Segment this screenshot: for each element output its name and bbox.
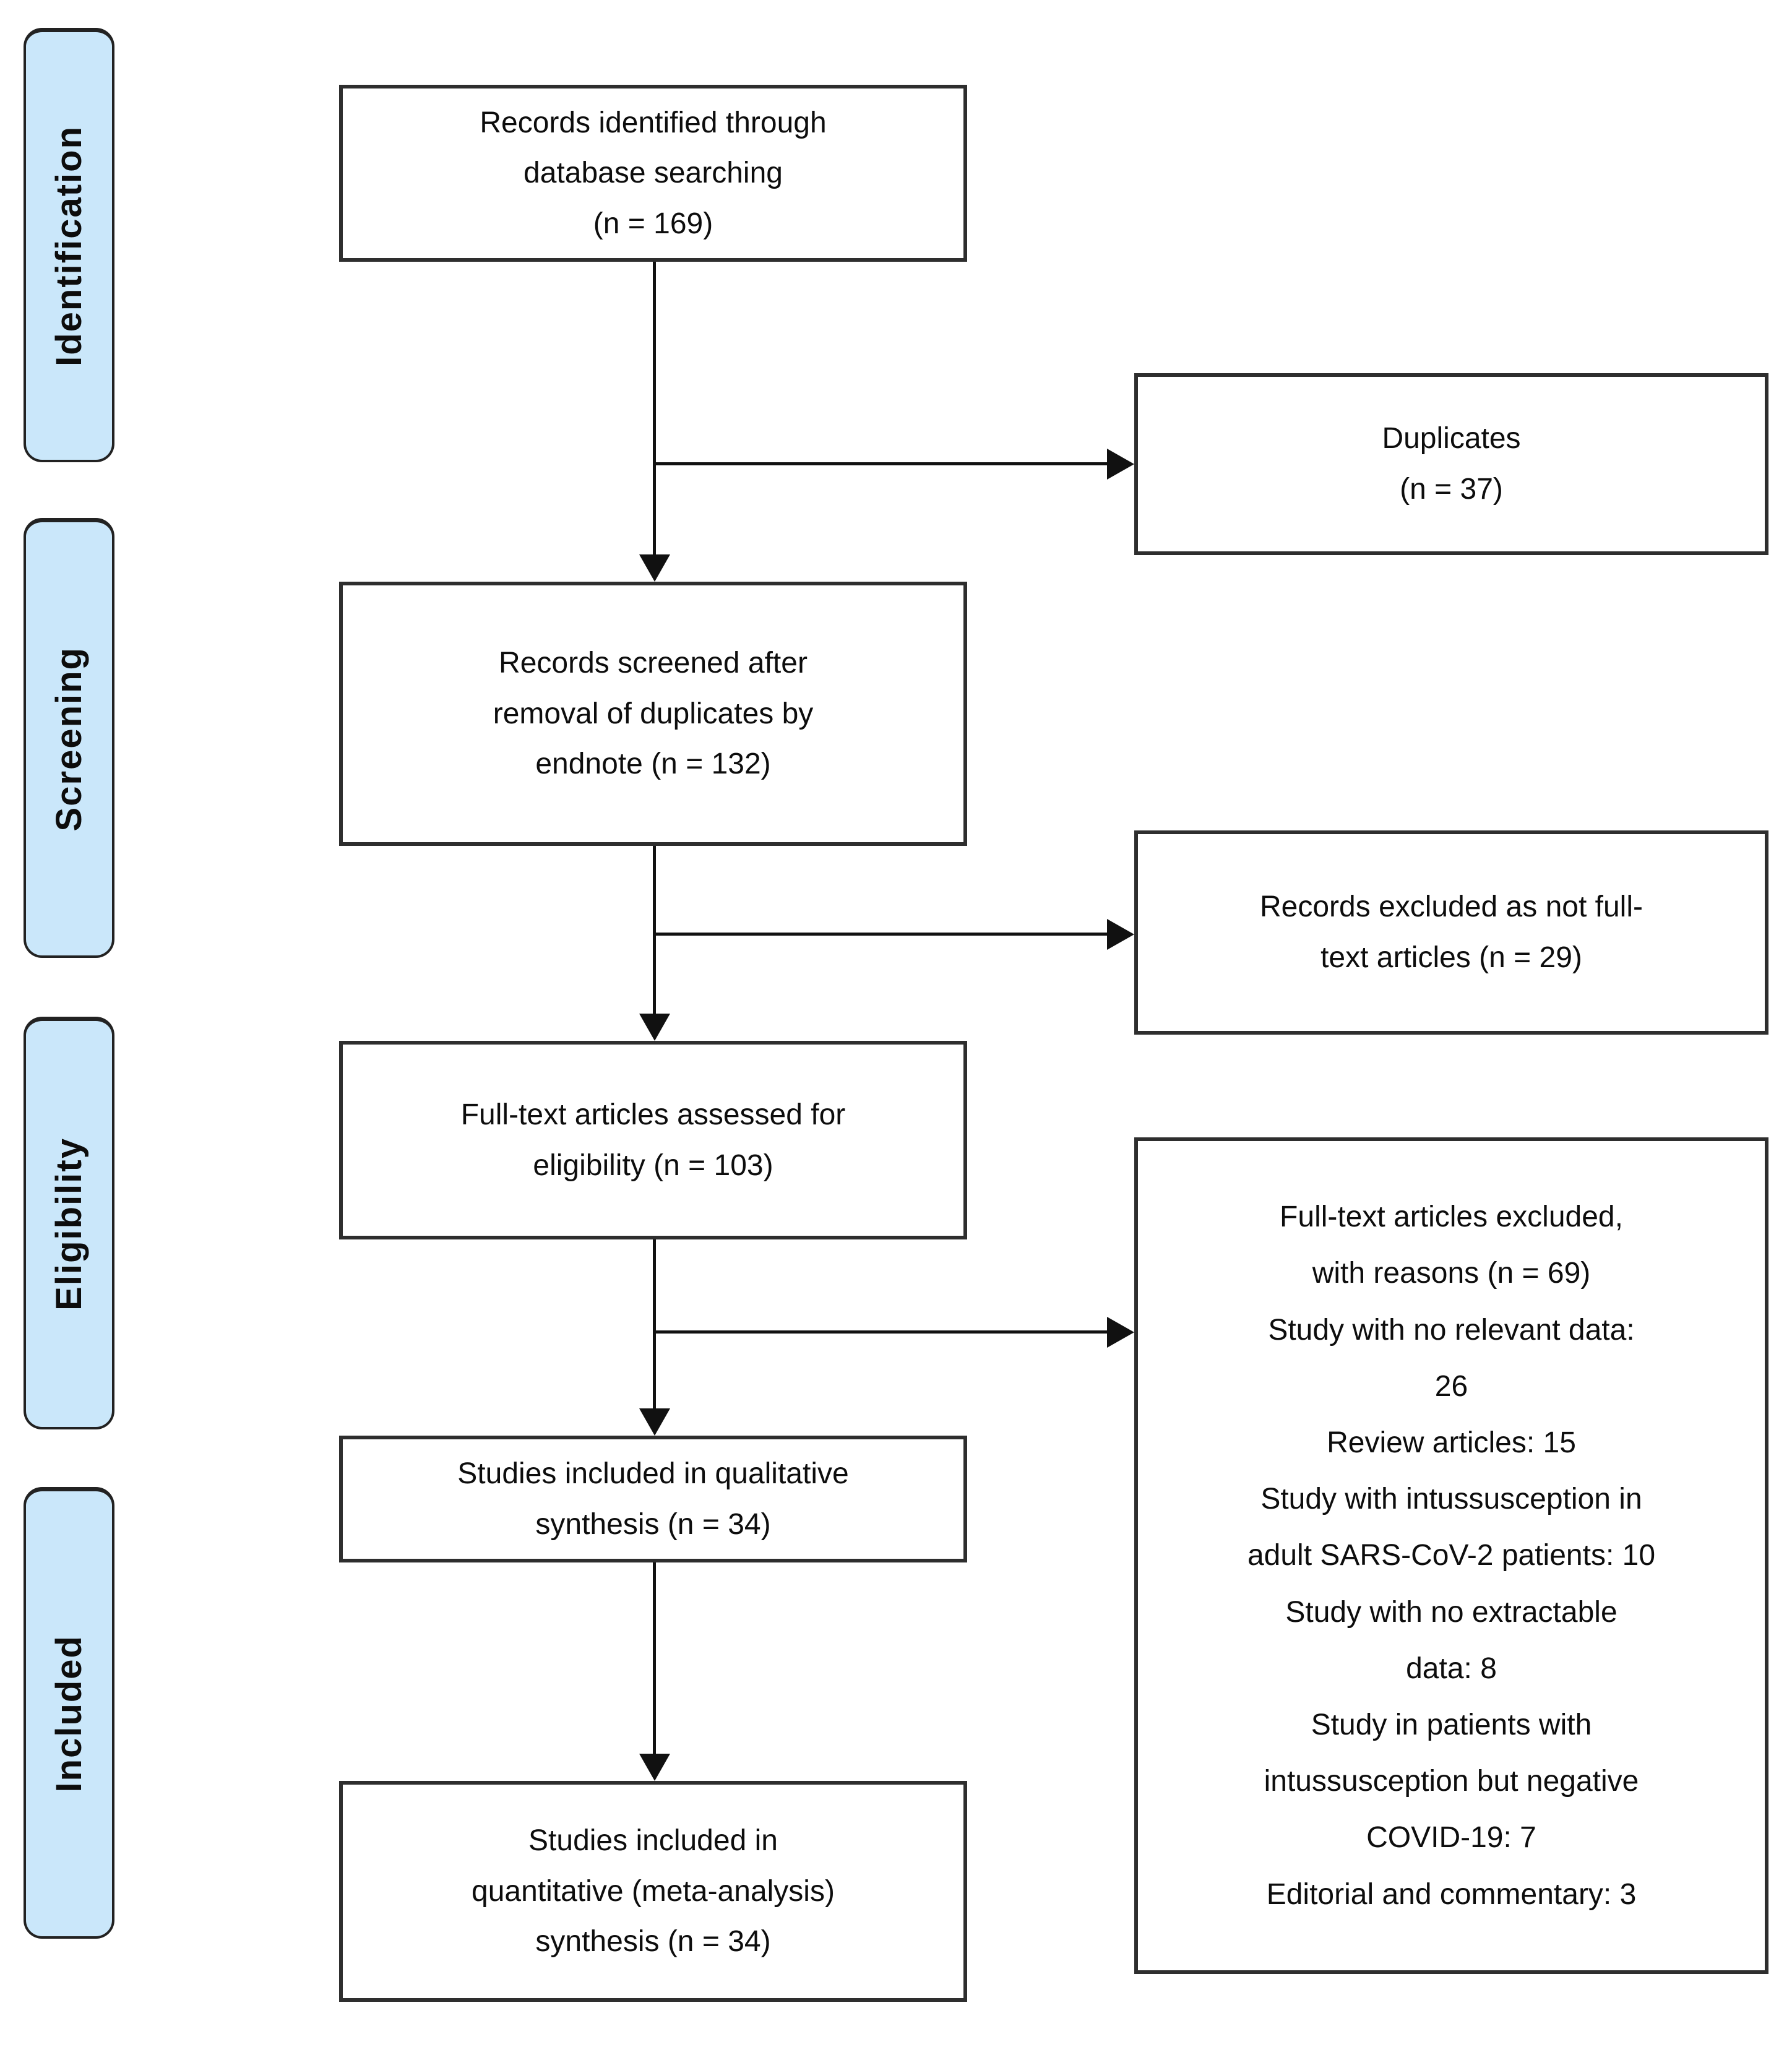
box-fulltext-assessed: Full-text articles assessed for eligibil… (339, 1041, 967, 1239)
arrow-head-icon (639, 1408, 670, 1436)
arrow-line (655, 933, 1108, 936)
arrow-head-icon (1107, 1317, 1134, 1348)
stage-eligibility: Eligibility (24, 1017, 114, 1429)
box-quantitative-synthesis-text: Studies included in quantitative (meta-a… (472, 1824, 835, 1959)
box-records-identified: Records identified through database sear… (339, 85, 967, 262)
arrow-head-icon (639, 554, 670, 582)
stage-screening: Screening (24, 518, 114, 958)
box-records-screened: Records screened after removal of duplic… (339, 582, 967, 846)
box-duplicates-text: Duplicates (n = 37) (1382, 422, 1521, 506)
arrow-line (653, 262, 656, 556)
box-duplicates: Duplicates (n = 37) (1134, 373, 1768, 555)
arrow-head-icon (639, 1014, 670, 1041)
stage-label-eligibility: Eligibility (49, 1137, 89, 1311)
stage-included: Included (24, 1487, 114, 1939)
arrow-head-icon (1107, 919, 1134, 950)
arrow-line (655, 1330, 1108, 1334)
arrow-line (653, 1239, 656, 1410)
box-qualitative-synthesis-text: Studies included in qualitative synthesi… (457, 1457, 849, 1541)
stage-label-identification: Identification (49, 126, 89, 366)
stage-label-included: Included (49, 1635, 89, 1793)
box-records-excluded-text: Records excluded as not full- text artic… (1260, 890, 1643, 974)
box-records-excluded: Records excluded as not full- text artic… (1134, 830, 1768, 1035)
box-records-identified-text: Records identified through database sear… (480, 106, 827, 240)
box-fulltext-excluded-reasons: Full-text articles excluded, with reason… (1134, 1137, 1768, 1974)
arrow-line (655, 462, 1108, 465)
stage-label-screening: Screening (49, 646, 89, 832)
arrow-head-icon (639, 1754, 670, 1781)
box-fulltext-assessed-text: Full-text articles assessed for eligibil… (460, 1098, 846, 1182)
box-quantitative-synthesis: Studies included in quantitative (meta-a… (339, 1781, 967, 2002)
stage-identification: Identification (24, 28, 114, 462)
arrow-head-icon (1107, 449, 1134, 480)
box-records-screened-text: Records screened after removal of duplic… (493, 647, 814, 781)
arrow-line (653, 846, 656, 1015)
box-fulltext-excluded-reasons-text: Full-text articles excluded, with reason… (1247, 1200, 1656, 1911)
box-qualitative-synthesis: Studies included in qualitative synthesi… (339, 1436, 967, 1562)
arrow-line (653, 1562, 656, 1755)
